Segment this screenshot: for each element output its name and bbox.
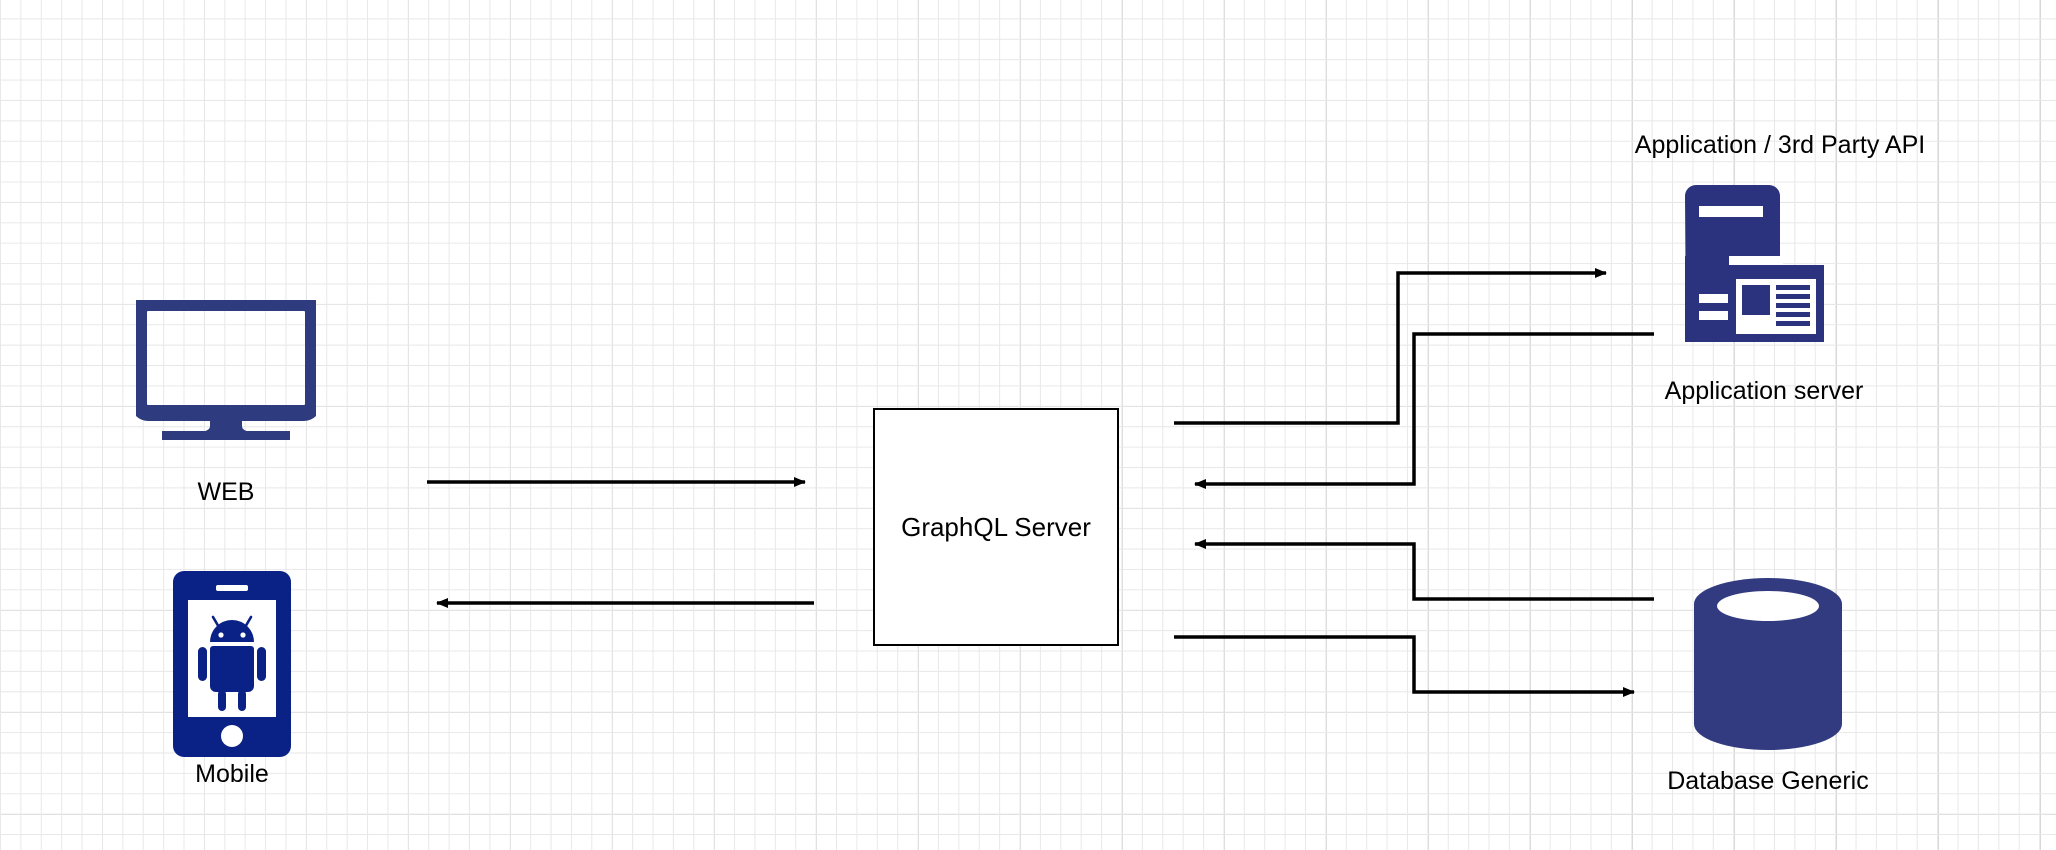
android-robot-glyph: [198, 615, 266, 711]
mobile-node-label: Mobile: [195, 760, 269, 788]
database-node-label: Database Generic: [1667, 767, 1869, 795]
mobile-node[interactable]: [172, 570, 292, 758]
desktop-monitor-icon: [136, 300, 316, 440]
edge-graphql-to-appserver: [1174, 268, 1607, 425]
web-node-label: WEB: [197, 478, 255, 506]
application-server-node[interactable]: [1684, 184, 1844, 342]
application-server-node-label: Application server: [1664, 377, 1864, 405]
graphql-server-node[interactable]: GraphQL Server: [873, 408, 1119, 646]
web-node[interactable]: [136, 300, 316, 440]
application-server-icon: [1685, 185, 1824, 342]
edge-appserver-to-graphql: [1194, 332, 1654, 489]
database-cylinder-icon: [1694, 578, 1842, 750]
edge-database-to-graphql: [1194, 539, 1654, 601]
graphql-server-label: GraphQL Server: [901, 511, 1091, 542]
mobile-phone-android-icon: [173, 571, 291, 757]
edge-graphql-to-database: [1174, 635, 1635, 697]
application-third-party-api-title: Application / 3rd Party API: [1634, 131, 1926, 159]
database-node[interactable]: [1692, 578, 1844, 750]
